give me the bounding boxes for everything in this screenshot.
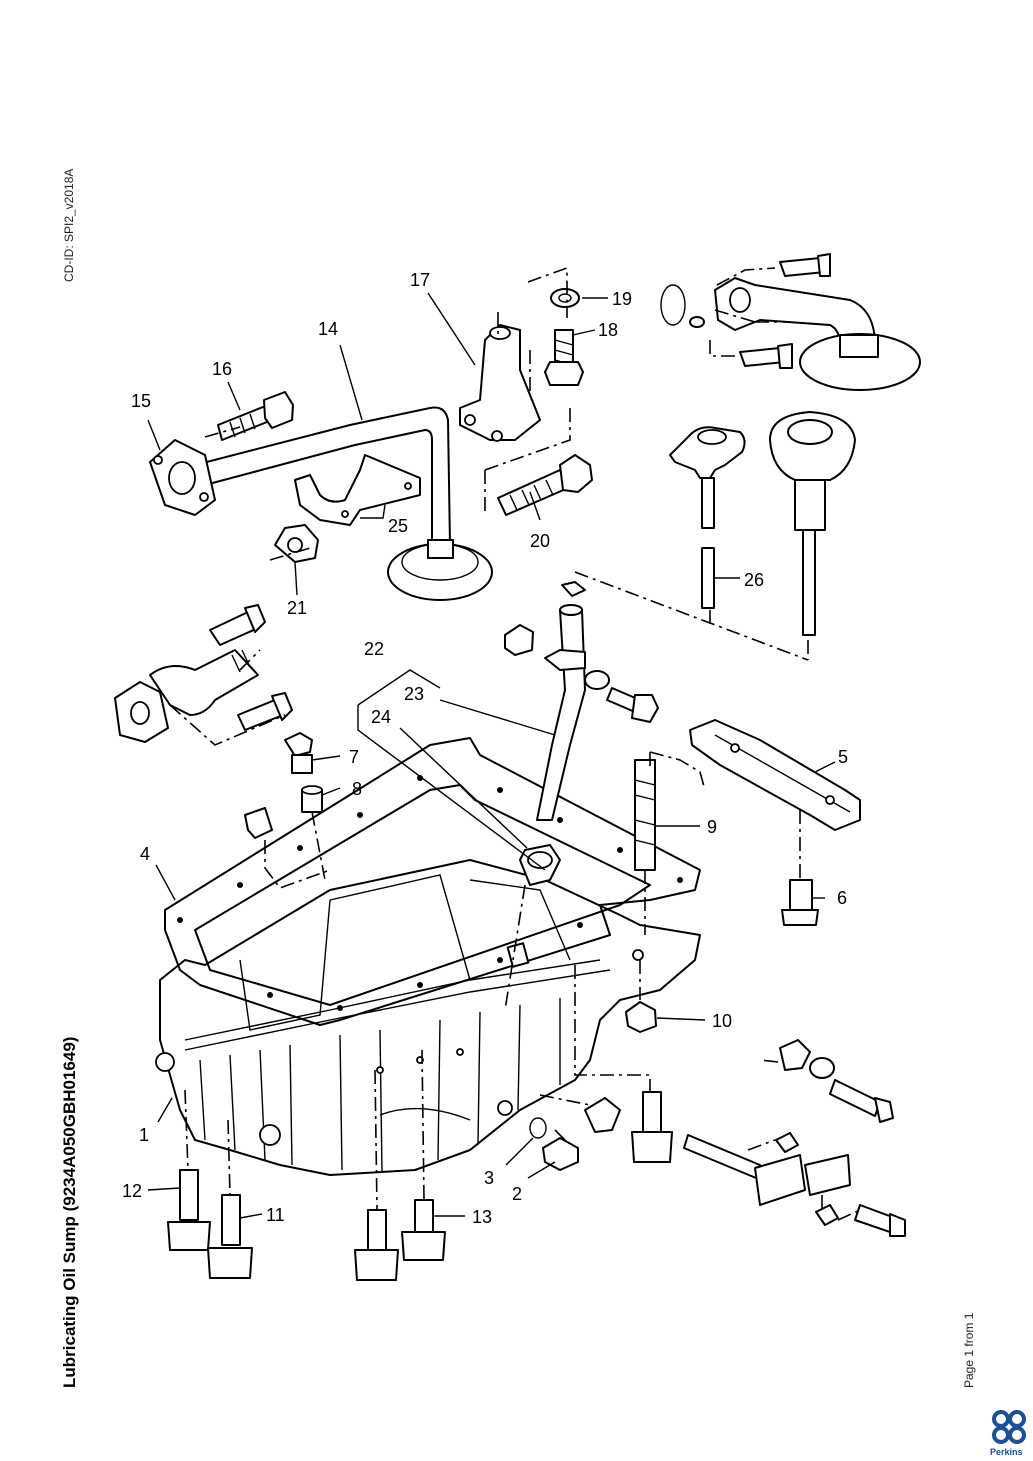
dipstick-alt xyxy=(769,411,856,636)
callout-16: 16 xyxy=(212,359,232,379)
callout-10: 10 xyxy=(712,1011,732,1031)
sump-gasket xyxy=(164,737,701,1026)
plug-right xyxy=(584,1097,621,1133)
bracket-assembly-right xyxy=(683,1039,906,1237)
callout-23: 23 xyxy=(404,684,424,704)
bolt-11 xyxy=(207,1194,253,1279)
callout-2: 2 xyxy=(512,1184,522,1204)
alt-suction-assembly xyxy=(660,253,921,391)
callout-3: 3 xyxy=(484,1168,494,1188)
callout-4: 4 xyxy=(140,844,150,864)
callout-13: 13 xyxy=(472,1207,492,1227)
oil-suction-pipe xyxy=(149,324,541,601)
callout-15: 15 xyxy=(131,391,151,411)
callout-1: 1 xyxy=(139,1125,149,1145)
callout-6: 6 xyxy=(837,888,847,908)
pipe-bracket xyxy=(294,454,421,526)
callout-8: 8 xyxy=(352,779,362,799)
left-pipe-assembly xyxy=(114,604,293,743)
callout-25: 25 xyxy=(388,516,408,536)
seal-24 xyxy=(506,844,561,968)
drain-plug-2 xyxy=(542,1137,579,1171)
dipstick-tube xyxy=(504,581,659,821)
callout-14: 14 xyxy=(318,319,338,339)
callout-20: 20 xyxy=(530,531,550,551)
callout-11: 11 xyxy=(266,1205,285,1225)
callout-21: 21 xyxy=(287,598,307,618)
bolt-12 xyxy=(167,1169,211,1251)
stud-9 xyxy=(634,759,656,871)
perkins-logo-icon xyxy=(992,1410,1026,1444)
callout-26: 26 xyxy=(744,570,764,590)
bolt-right-lower xyxy=(631,1091,673,1163)
callout-17: 17 xyxy=(410,270,430,290)
callout-9: 9 xyxy=(707,817,717,837)
callout-5: 5 xyxy=(838,747,848,767)
callout-12: 12 xyxy=(122,1181,142,1201)
callout-24: 24 xyxy=(371,707,391,727)
leader-lines xyxy=(147,292,836,1219)
callout-18: 18 xyxy=(598,320,618,340)
oil-sump-pan xyxy=(155,859,701,1176)
washer-3 xyxy=(529,1117,547,1139)
bolt-16 xyxy=(217,391,294,441)
cap-plug xyxy=(244,807,273,839)
dipstick-26 xyxy=(669,426,746,609)
nut-10 xyxy=(625,1001,657,1033)
cover-plate-5 xyxy=(689,719,861,831)
bolt-13 xyxy=(401,1199,446,1261)
spacer-8 xyxy=(301,785,323,813)
callout-22: 22 xyxy=(364,639,384,659)
bolt-6 xyxy=(781,879,819,926)
assembly-lines xyxy=(169,266,861,1221)
bolt-lower-center xyxy=(354,1209,399,1281)
plug-7 xyxy=(284,732,313,774)
bolt-18 xyxy=(544,329,584,386)
callout-numbers: 1 2 3 4 5 6 7 8 9 10 11 12 13 14 15 16 1… xyxy=(122,270,848,1227)
bolt-20 xyxy=(497,454,593,516)
washer-19 xyxy=(550,288,580,308)
callout-7: 7 xyxy=(349,747,359,767)
brand-name: Perkins xyxy=(990,1447,1023,1457)
callout-19: 19 xyxy=(612,289,632,309)
